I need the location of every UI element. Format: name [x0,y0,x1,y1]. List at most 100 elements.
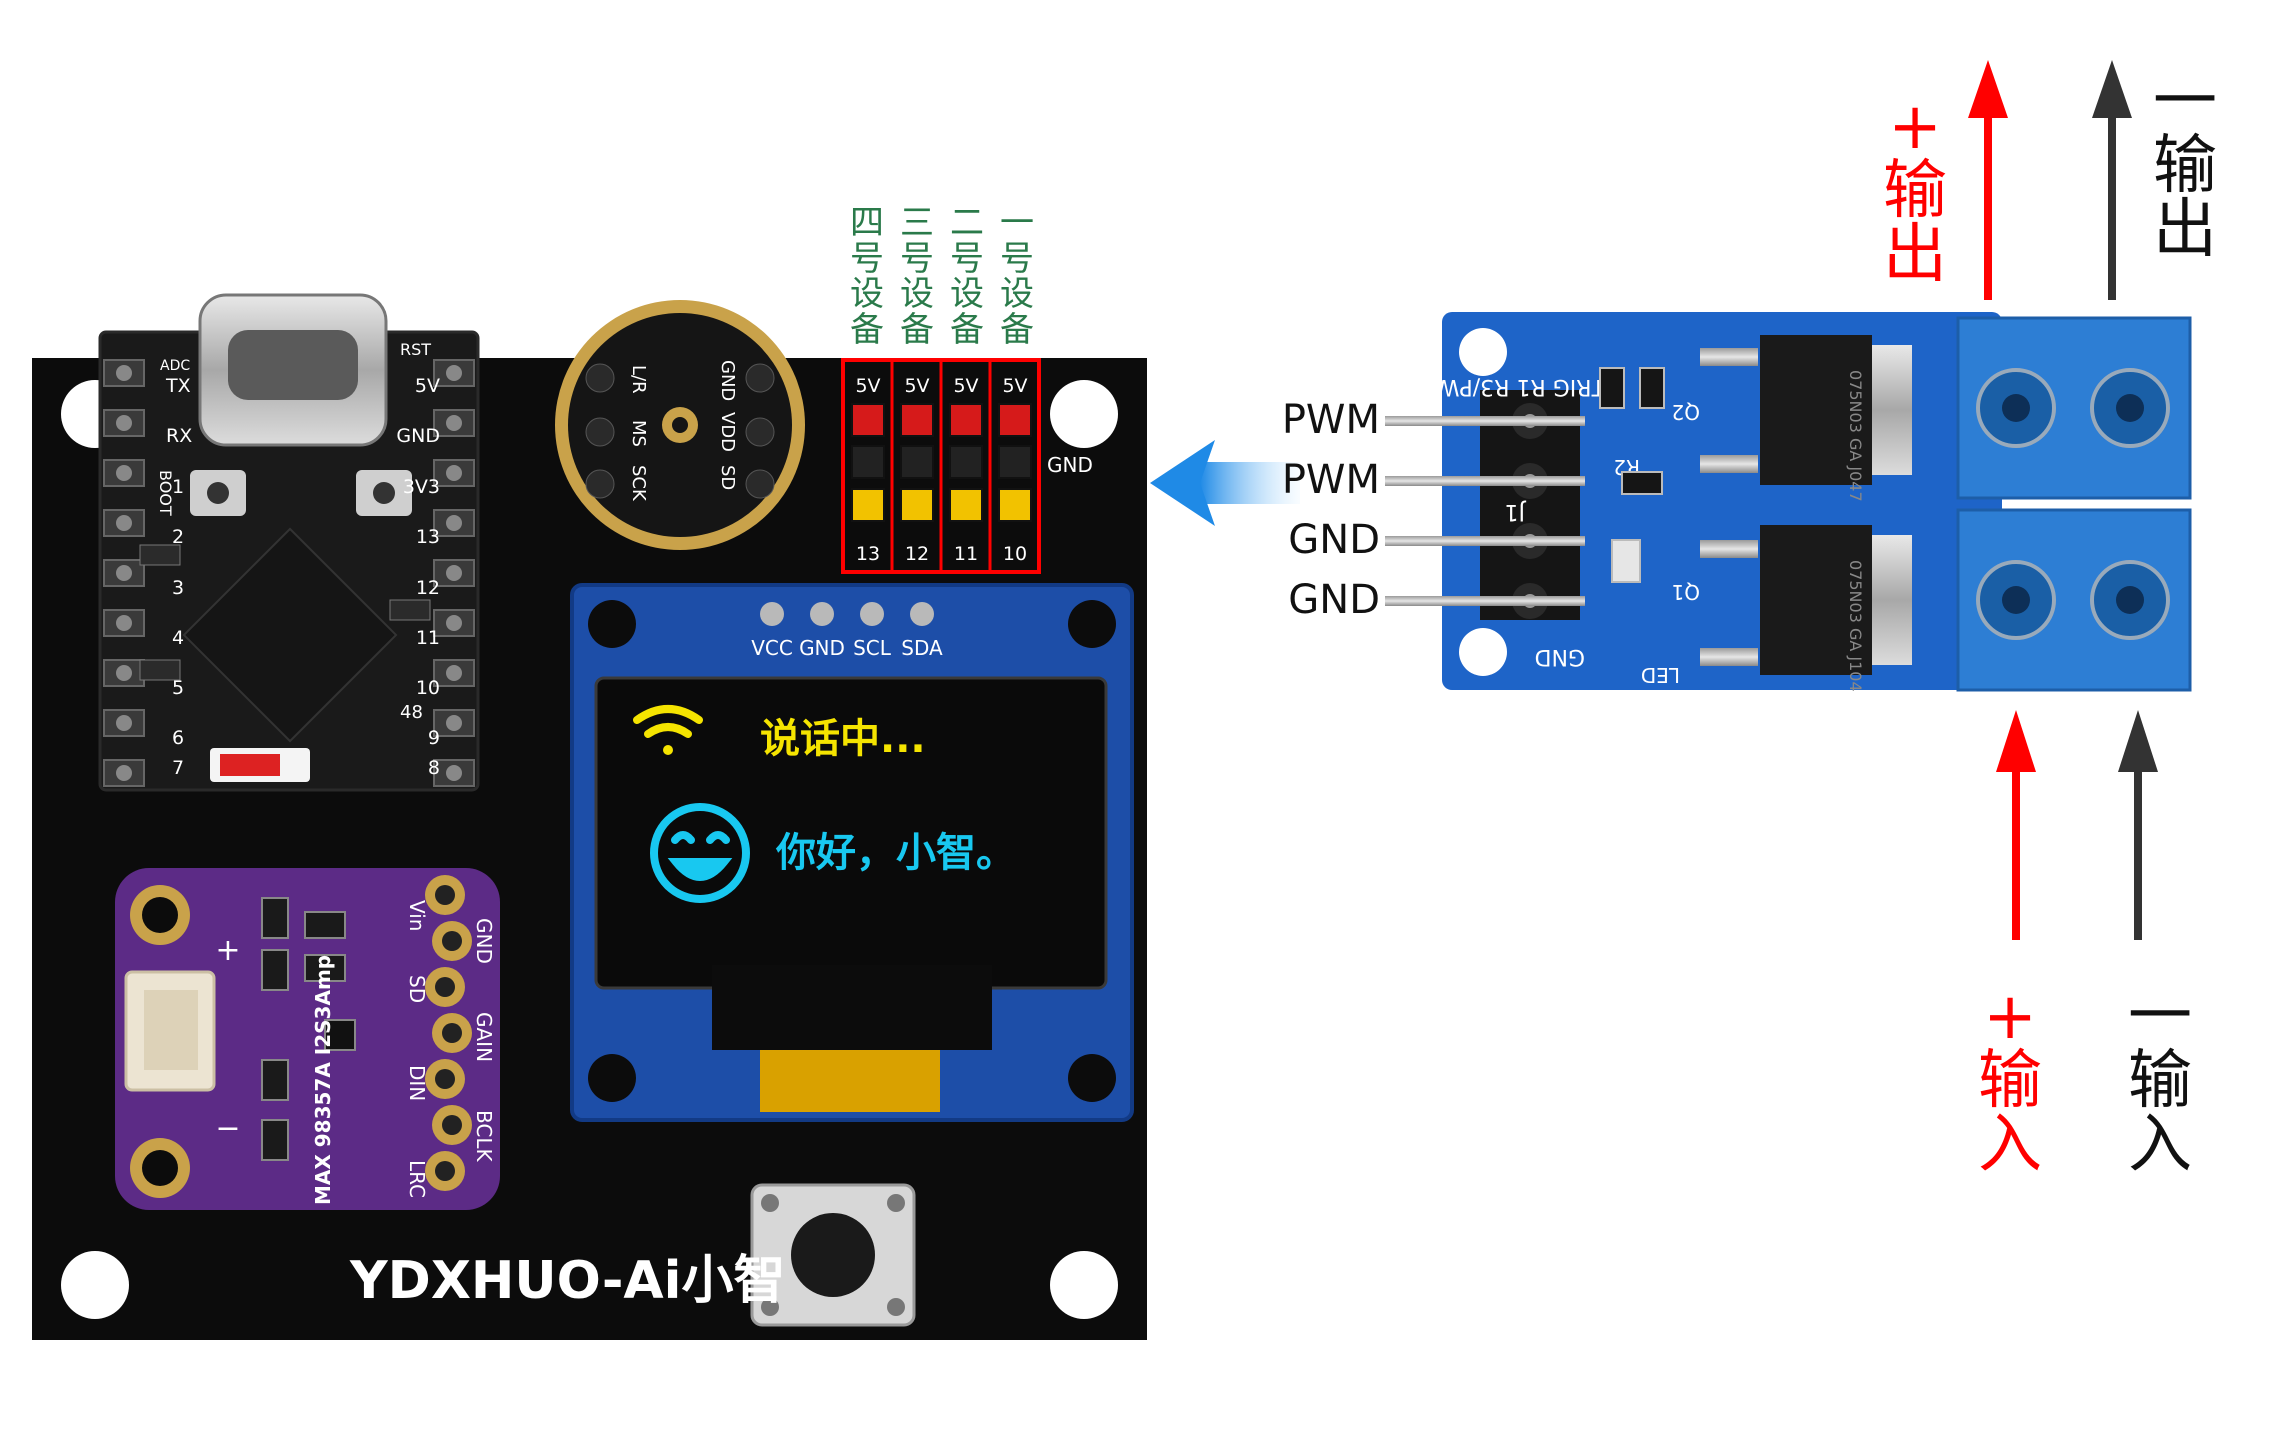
microphone-module: L/R MS SCK GND VDD SD [555,300,805,550]
mcu-pad-hole [116,765,132,781]
pin-label-gnd-1: GND [1288,517,1380,563]
header-gnd-label: GND [1047,453,1093,477]
mic-label-lr: L/R [628,365,649,394]
mcu-pad-hole [446,565,462,581]
mosfet-q1: 075N03 GA J104 [1700,525,1912,692]
mount-hole [1050,1251,1118,1319]
header-5v-3: 5V [953,375,978,397]
mcu-label-6: 6 [172,727,184,749]
usb-c-port [228,330,358,400]
mic-label-ms: MS [628,420,649,447]
mcu-label-tx: TX [165,375,191,397]
mcu-label-8: 8 [428,757,440,779]
mcu-left-pins [103,359,145,787]
mcu-label-7: 7 [172,757,184,779]
mcu-pad-hole [116,415,132,431]
amp-pin-hole [435,1069,455,1089]
header-pin [949,445,983,479]
mcu-label-13: 13 [416,526,440,548]
mcu-label-10: 10 [416,677,440,699]
mcu-label-5v: 5V [415,375,440,397]
mcu-pad-hole [446,715,462,731]
amp-pin-bclk: BCLK [472,1110,496,1162]
mcu-pad [433,459,475,487]
oled-pin-scl: SCL [853,636,892,660]
pin-label-pwm-1: PWM [1282,397,1380,443]
current-arrows [1968,60,2158,940]
mcu-pad-hole [116,465,132,481]
mcu-pad-hole [116,665,132,681]
mcu-label-2: 2 [172,526,184,548]
device-label-3: 三号设备 [900,203,934,351]
mos-input-leads: PWM PWM GND GND [1282,397,1585,623]
pin-label-gnd-2: GND [1288,577,1380,623]
oled-flex-cable [760,1050,940,1112]
header-pin [851,488,885,522]
amp-pin-hole [442,1023,462,1043]
mcu-pad-hole [116,515,132,531]
label-out-plus: +输出 [1883,90,1947,292]
oled-message-text: 你好，小智。 [775,830,1016,876]
mic-label-gnd: GND [717,360,738,401]
header-gpio-10: 10 [1003,543,1027,565]
mos-silk-q2: Q2 [1672,400,1700,424]
mcu-pad-hole [116,715,132,731]
mcu-pad [103,359,145,387]
mcu-pad [103,759,145,787]
header-pin [900,488,934,522]
label-in-minus: 一输入 [2128,980,2192,1182]
header-pin [949,403,983,437]
device-label-2: 二号设备 [950,203,984,351]
mcu-label-5: 5 [172,677,184,699]
amp-chip-label: MAX 98357A I2S3Amp [311,955,335,1205]
mcu-pad [103,609,145,637]
mcu-label-rx: RX [166,425,192,447]
mcu-module: TX RX 1 2 3 4 5 6 7 5V GND 3V3 13 12 11 … [98,293,480,792]
header-pin [949,488,983,522]
amp-pin-hole [435,1161,455,1181]
amp-plus-label: + [215,933,240,968]
amp-pin-hole [435,885,455,905]
push-button [750,1183,916,1327]
device-label-1: 一号设备 [1000,203,1034,351]
mcu-chip [182,527,398,743]
screw-terminals [1956,316,2192,692]
amp-pin-hole [442,1115,462,1135]
mcu-pad-hole [116,565,132,581]
header-gpio-11: 11 [954,543,978,565]
mcu-label-3v3: 3V3 [403,476,440,498]
mcu-label-adc: ADC [160,358,190,374]
label-in-plus: +输入 [1978,980,2042,1182]
mcu-label-4: 4 [172,627,184,649]
mcu-label-boot: BOOT [156,470,175,516]
mcu-label-rst: RST [400,340,431,359]
laughing-face-icon [650,803,750,903]
mos-silk-led: LED [1641,663,1680,687]
mcu-label-9: 9 [428,727,440,749]
mcu-pad-hole [446,665,462,681]
mos-module: TRIG R1 R3/PWM J1 GND LED Q1 Q2 R2 075N0… [1419,312,2192,692]
header-pin [998,488,1032,522]
mcu-label-48: 48 [400,702,423,723]
amplifier-module: + − Vin GND SD GAIN DIN BCLK LRC MAX 983… [115,868,500,1210]
header-pins [851,403,1032,522]
mos-silk-q1: Q1 [1672,580,1700,604]
mos-silk-top: TRIG R1 R3/PWM [1419,374,1606,399]
amp-pin-vin: Vin [405,900,429,931]
mount-hole [1050,380,1118,448]
oled-pin-gnd: GND [799,636,845,660]
mcu-label-11: 11 [416,627,440,649]
mcu-pad-hole [446,615,462,631]
amp-pcb [115,868,500,1210]
amp-pin-gain: GAIN [472,1012,496,1062]
mosfet-q1-code: 075N03 GA J104 [1846,560,1865,692]
header-pin [900,445,934,479]
mosfet-q2-code: 075N03 GA J047 [1846,370,1865,502]
header-pin [851,445,885,479]
header-pin [998,445,1032,479]
mosfet-q2: 075N03 GA J047 [1700,335,1912,502]
mic-label-vdd: VDD [717,412,738,452]
mcu-pad-hole [116,615,132,631]
mcu-pad [433,409,475,437]
